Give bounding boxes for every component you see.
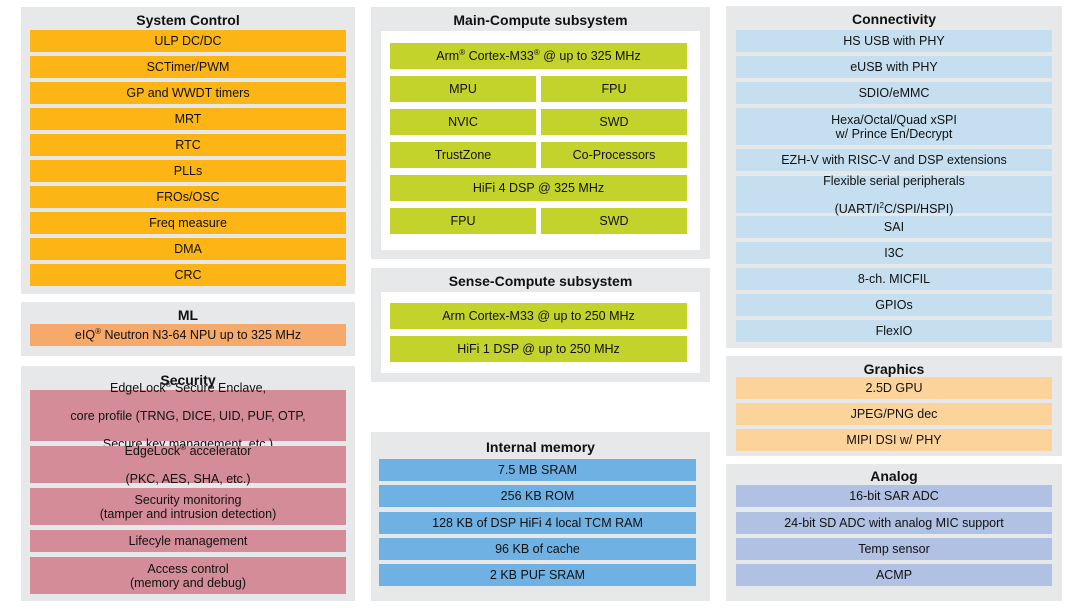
secure-enclave-line2: core profile (TRNG, DICE, UID, PUF, OTP,: [70, 408, 306, 423]
xspi-block: Hexa/Octal/Quad xSPI w/ Prince En/Decryp…: [736, 108, 1052, 145]
system-control-item: MRT: [30, 108, 346, 130]
serial-peripherals-block: Flexible serial peripherals (UART/I2C/SP…: [736, 173, 1052, 216]
flexio-block: FlexIO: [736, 320, 1052, 342]
ezh-v-block: EZH-V with RISC-V and DSP extensions: [736, 149, 1052, 171]
eusb-block: eUSB with PHY: [736, 56, 1052, 78]
analog-item: 16-bit SAR ADC: [736, 485, 1052, 507]
secure-enclave-line1: EdgeLock® Secure Enclave,: [109, 379, 266, 395]
system-control-title: System Control: [136, 12, 240, 28]
system-control-item: RTC: [30, 134, 346, 156]
memory-item: 128 KB of DSP HiFi 4 local TCM RAM: [379, 512, 696, 534]
memory-item: 256 KB ROM: [379, 485, 696, 507]
main-compute-title: Main-Compute subsystem: [453, 12, 628, 28]
internal-memory-title: Internal memory: [486, 439, 595, 455]
memory-item: 2 KB PUF SRAM: [379, 564, 696, 586]
serial-peripherals-line2: (UART/I2C/SPI/HSPI): [834, 200, 954, 216]
system-control-item: SCTimer/PWM: [30, 56, 346, 78]
connectivity-title: Connectivity: [851, 11, 936, 27]
system-control-item: PLLs: [30, 160, 346, 182]
system-control-item: DMA: [30, 238, 346, 260]
system-control-panel: System Control ULP DC/DC SCTimer/PWM GP …: [21, 7, 355, 294]
connectivity-panel: Connectivity HS USB with PHY eUSB with P…: [726, 6, 1062, 348]
nvic-block: NVIC: [390, 109, 536, 135]
mpu-block: MPU: [390, 76, 536, 102]
fpu-block: FPU: [541, 76, 687, 102]
system-control-item: GP and WWDT timers: [30, 82, 346, 104]
trustzone-block: TrustZone: [390, 142, 536, 168]
internal-memory-panel: Internal memory 7.5 MB SRAM 256 KB ROM 1…: [371, 432, 710, 601]
dsp-fpu-block: FPU: [390, 208, 536, 234]
micfil-block: 8-ch. MICFIL: [736, 268, 1052, 290]
analog-panel: Analog 16-bit SAR ADC 24-bit SD ADC with…: [726, 464, 1062, 601]
sense-compute-panel: Sense-Compute subsystem Arm Cortex-M33 @…: [371, 268, 710, 382]
security-panel: Security EdgeLock® Secure Enclave, core …: [21, 366, 355, 601]
sense-compute-title: Sense-Compute subsystem: [448, 273, 633, 289]
i3c-block: I3C: [736, 242, 1052, 264]
ml-panel: ML eIQ® Neutron N3-64 NPU up to 325 MHz: [21, 302, 355, 356]
memory-item: 7.5 MB SRAM: [379, 459, 696, 481]
sense-core-block: Arm Cortex-M33 @ up to 250 MHz: [390, 303, 687, 329]
analog-item: Temp sensor: [736, 538, 1052, 560]
security-title: Security: [160, 372, 216, 388]
coprocessors-block: Co-Processors: [541, 142, 687, 168]
graphics-item: MIPI DSI w/ PHY: [736, 429, 1052, 451]
hifi1-dsp-block: HiFi 1 DSP @ up to 250 MHz: [390, 336, 687, 362]
serial-peripherals-line1: Flexible serial peripherals: [823, 173, 965, 188]
access-control-block: Access control (memory and debug): [30, 557, 346, 594]
gpios-block: GPIOs: [736, 294, 1052, 316]
system-control-item: CRC: [30, 264, 346, 286]
analog-item: 24-bit SD ADC with analog MIC support: [736, 512, 1052, 534]
lifecycle-management-block: Lifecyle management: [30, 530, 346, 552]
hifi4-dsp-block: HiFi 4 DSP @ 325 MHz: [390, 175, 687, 201]
swd-block: SWD: [541, 109, 687, 135]
security-accelerator-block: EdgeLock® accelerator (PKC, AES, SHA, et…: [30, 442, 346, 486]
memory-item: 96 KB of cache: [379, 538, 696, 560]
system-control-item: Freq measure: [30, 212, 346, 234]
security-monitoring-block: Security monitoring (tamper and intrusio…: [30, 488, 346, 525]
sai-block: SAI: [736, 216, 1052, 238]
graphics-panel: Graphics 2.5D GPU JPEG/PNG dec MIPI DSI …: [726, 356, 1062, 456]
system-control-item: FROs/OSC: [30, 186, 346, 208]
main-core-label: Arm® Cortex-M33® @ up to 325 MHz: [436, 47, 641, 63]
hs-usb-block: HS USB with PHY: [736, 30, 1052, 52]
npu-block: eIQ® Neutron N3-64 NPU up to 325 MHz: [30, 324, 346, 346]
dsp-swd-block: SWD: [541, 208, 687, 234]
security-accelerator-line2: (PKC, AES, SHA, etc.): [125, 471, 251, 486]
graphics-title: Graphics: [863, 361, 925, 377]
analog-title: Analog: [870, 468, 918, 484]
npu-label: eIQ® Neutron N3-64 NPU up to 325 MHz: [74, 326, 302, 342]
analog-item: ACMP: [736, 564, 1052, 586]
main-compute-panel: Main-Compute subsystem Arm® Cortex-M33® …: [371, 7, 710, 259]
system-control-item: ULP DC/DC: [30, 30, 346, 52]
graphics-item: 2.5D GPU: [736, 377, 1052, 399]
security-accelerator-line1: EdgeLock® accelerator: [124, 442, 252, 458]
graphics-item: JPEG/PNG dec: [736, 403, 1052, 425]
ml-title: ML: [177, 307, 199, 323]
main-core-block: Arm® Cortex-M33® @ up to 325 MHz: [390, 43, 687, 69]
sdio-block: SDIO/eMMC: [736, 82, 1052, 104]
